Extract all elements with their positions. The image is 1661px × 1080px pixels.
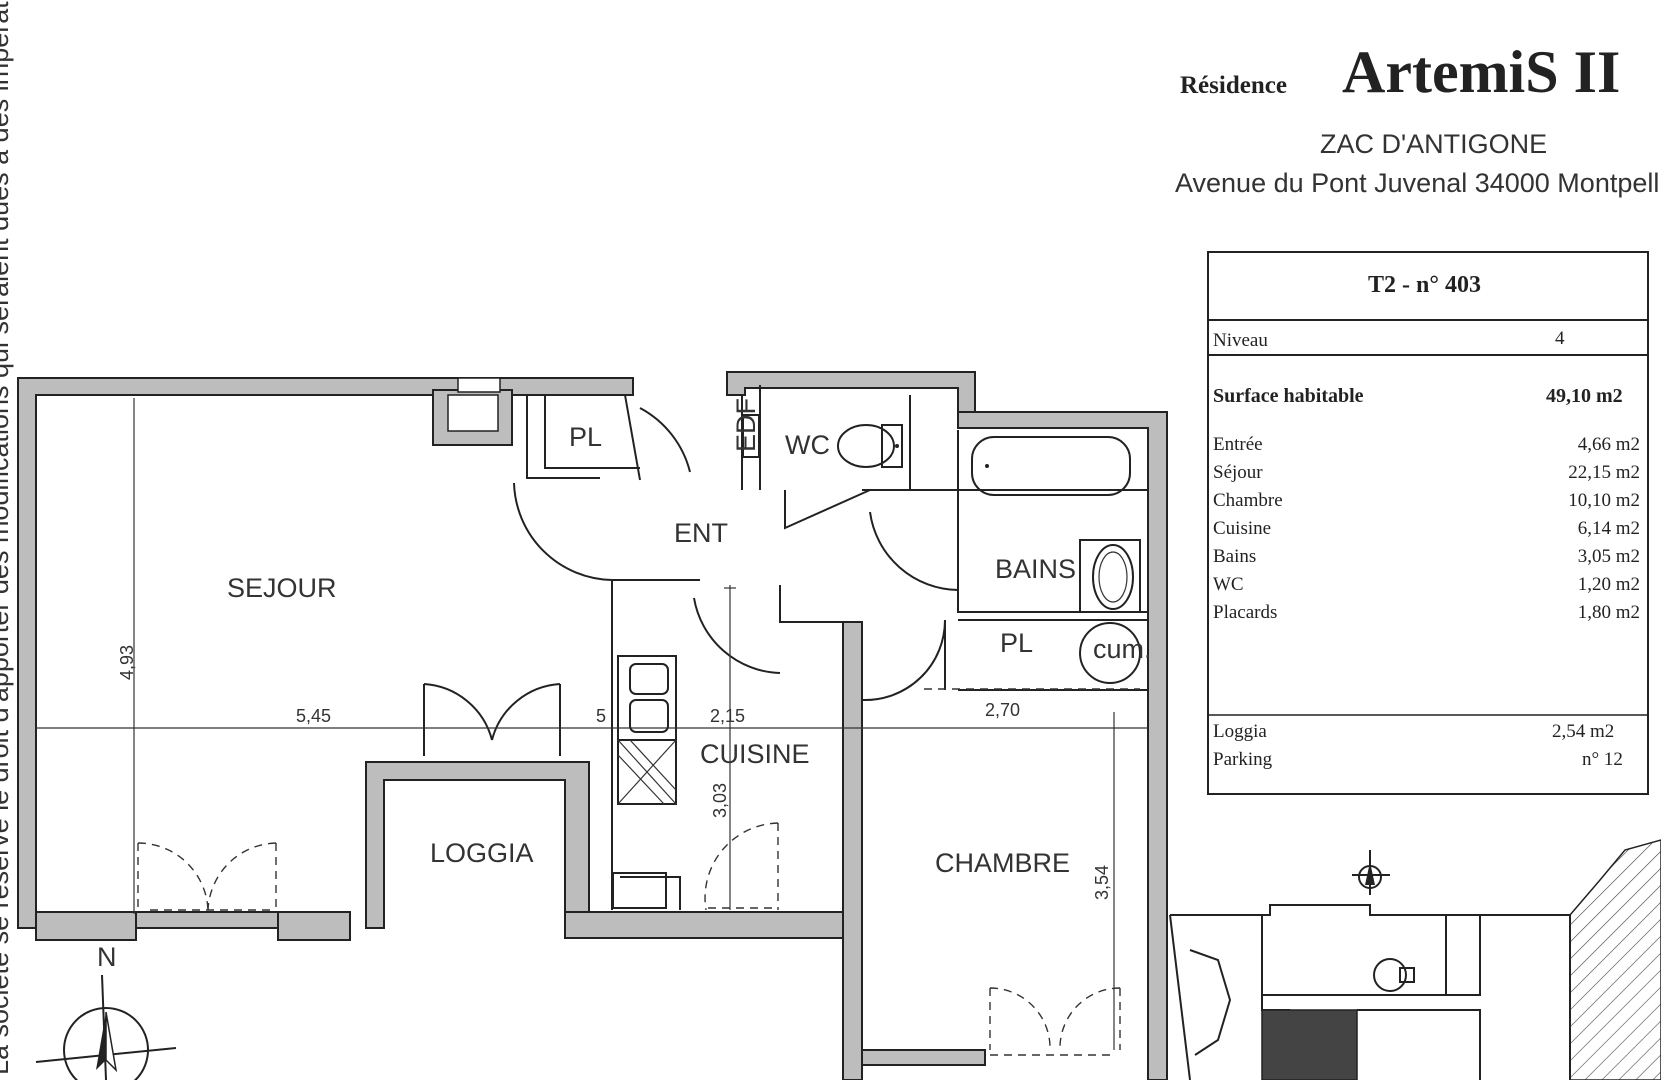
table-title: T2 - n° 403 — [1368, 272, 1481, 298]
water-heater-icon — [1079, 622, 1141, 684]
sink-crossed — [617, 739, 677, 805]
zac-name: ZAC D'ANTIGONE — [1320, 129, 1547, 159]
side-note: La société se réserve le droit d'apporte… — [0, 0, 14, 1075]
surface-row-label: Entrée — [1213, 434, 1263, 455]
header: Résidence ArtemiS II ZAC D'ANTIGONE Aven… — [1175, 39, 1661, 198]
surface-row-value: 22,15 m2 — [1568, 462, 1640, 483]
site-plan — [1169, 839, 1661, 1080]
water-heater-label: cum. — [1093, 634, 1152, 664]
surface-row-value: 1,20 m2 — [1578, 574, 1640, 595]
room-label-ent: ENT — [674, 518, 728, 548]
room-label-pl-bath: PL — [1000, 628, 1033, 658]
room-label-sejour: SEJOUR — [227, 573, 337, 603]
dim-cuisine-width: 2,15 — [710, 706, 745, 726]
toilet-icon — [837, 424, 903, 468]
surface-row-value: 3,05 m2 — [1578, 546, 1640, 567]
parking-value: n° 12 — [1582, 749, 1623, 770]
floor-plan: cum. EDF — [17, 371, 1168, 1080]
address: Avenue du Pont Juvenal 34000 Montpellier — [1175, 168, 1661, 198]
loggia-label: Loggia — [1213, 721, 1267, 742]
room-label-wc: WC — [785, 430, 830, 460]
north-compass: N — [35, 942, 177, 1080]
surface-value: 49,10 m2 — [1546, 385, 1623, 407]
surface-row-label: Séjour — [1213, 462, 1263, 483]
surface-row-label: Cuisine — [1213, 518, 1271, 539]
edf-label: EDF — [731, 398, 761, 452]
room-label-loggia: LOGGIA — [430, 838, 534, 868]
exterior-wall-right — [957, 411, 1168, 1080]
washbasin-icon — [1079, 539, 1141, 613]
niveau-value: 4 — [1555, 328, 1565, 349]
dim-chambre-width: 2,70 — [985, 700, 1020, 720]
bottom-wall-mid — [564, 911, 844, 939]
info-table: T2 - n° 403 Niveau 4 Surface habitable 4… — [1207, 251, 1649, 795]
dim-sejour-height: 4,93 — [117, 645, 137, 680]
room-label-cuisine: CUISINE — [700, 739, 810, 769]
dim-sejour-width: 5,45 — [296, 706, 331, 726]
bottom-wall-left — [35, 911, 137, 941]
loggia-value: 2,54 m2 — [1552, 721, 1614, 742]
surface-row-value: 10,10 m2 — [1568, 490, 1640, 511]
edf-panel — [742, 414, 760, 458]
surface-row-label: Chambre — [1213, 490, 1283, 511]
residence-prefix: Résidence — [1180, 72, 1287, 99]
dim-small-5: 5 — [596, 706, 606, 726]
exterior-wall — [17, 377, 634, 929]
site-compass-icon — [1352, 850, 1390, 895]
fridge — [612, 872, 667, 909]
chambre-left-wall — [842, 621, 863, 1080]
surface-row-value: 4,66 m2 — [1578, 434, 1640, 455]
room-label-bains: BAINS — [995, 554, 1076, 584]
bathtub — [971, 436, 1131, 496]
bottom-wall-left2 — [277, 911, 351, 941]
surface-row-label: WC — [1213, 574, 1244, 595]
exterior-wall-top-right — [726, 371, 976, 413]
surface-row-value: 6,14 m2 — [1578, 518, 1640, 539]
dim-cuisine-height: 3,03 — [710, 783, 730, 818]
surface-rows: Entrée 4,66 m2 Séjour 22,15 m2 Chambre 10,10 … — [1213, 434, 1640, 623]
residence-name: ArtemiS II — [1342, 39, 1620, 105]
surface-label: Surface habitable — [1213, 385, 1364, 407]
surface-row-value: 1,80 m2 — [1578, 602, 1640, 623]
compass-north-label: N — [97, 942, 117, 972]
dim-chambre-height: 3,54 — [1092, 865, 1112, 900]
bottom-wall-right-chambre — [861, 1049, 986, 1066]
room-label-chambre: CHAMBRE — [935, 848, 1070, 878]
niveau-label: Niveau — [1213, 330, 1268, 351]
surface-row-label: Placards — [1213, 602, 1277, 623]
surface-row-label: Bains — [1213, 546, 1256, 567]
room-label-pl-entry: PL — [569, 422, 602, 452]
parking-label: Parking — [1213, 749, 1273, 770]
